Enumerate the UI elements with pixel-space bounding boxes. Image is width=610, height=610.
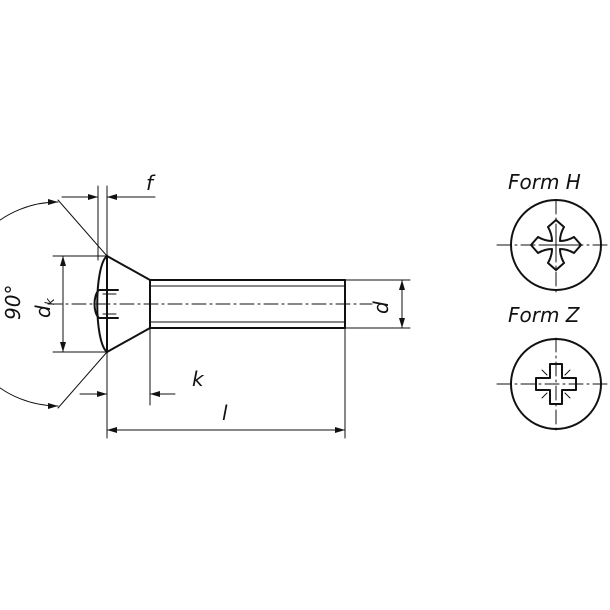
head-cone-top (106, 255, 151, 281)
dimension-label-d: d (369, 301, 393, 314)
form-z-view: Form Z (496, 303, 609, 433)
screw-side-view (47, 255, 373, 353)
form-h-view: Form H (496, 170, 609, 296)
form-z-radial-marks (541, 369, 571, 399)
head-recess (93, 289, 119, 319)
dimension-k: k (79, 327, 205, 439)
dimension-angle: 90° (0, 199, 108, 409)
form-h-recess-inner (540, 229, 572, 261)
form-h-cross-recess (530, 219, 582, 271)
dimension-label-l: l (222, 401, 228, 425)
form-h-head-circle (510, 199, 602, 291)
dimension-label-angle: 90° (1, 285, 25, 320)
dimension-l: l (106, 327, 346, 439)
head-cone-bottom (106, 327, 151, 353)
thread-runout (149, 285, 159, 323)
head-dome (96, 255, 108, 353)
form-z-head-circle (510, 338, 602, 430)
dimension-label-dk: dk (31, 297, 57, 318)
form-z-label: Form Z (508, 303, 581, 327)
dimension-f: f (61, 171, 156, 261)
form-h-label: Form H (508, 170, 581, 194)
form-z-cross-recess (535, 363, 577, 405)
dimension-d: d (344, 279, 411, 329)
head-recess-shade (102, 293, 117, 315)
dimension-label-f: f (146, 171, 156, 195)
dimension-label-k: k (192, 367, 205, 391)
